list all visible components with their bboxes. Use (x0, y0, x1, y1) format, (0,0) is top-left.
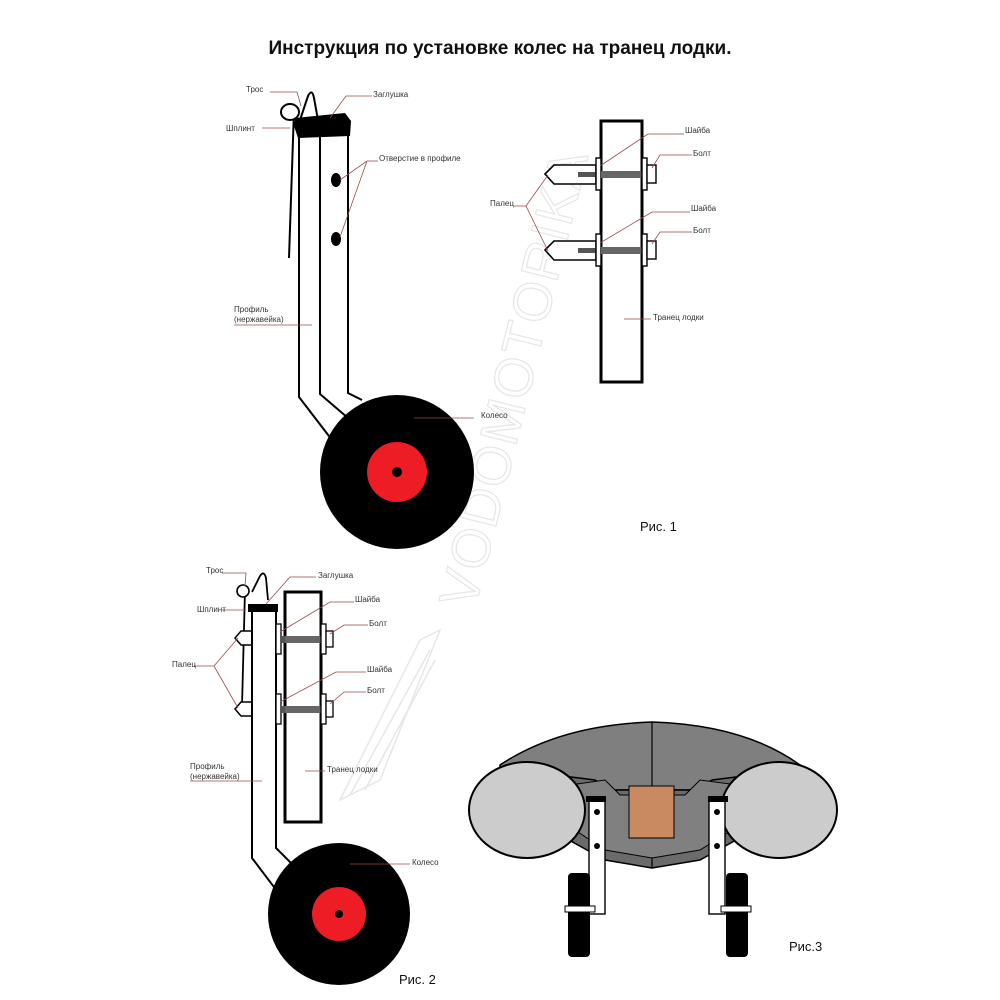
fig1-label-washer-bottom: Шайба (691, 204, 717, 213)
transom-plate (628, 785, 675, 839)
fig2-label-cap: Заглушка (318, 571, 354, 580)
watermark-boat-sketch (338, 628, 442, 802)
fig2-label-transom: Транец лодки (327, 765, 378, 774)
fig1-label-washer-top: Шайба (685, 126, 711, 135)
left-wheel (568, 873, 590, 957)
fig2-label-bolt-top: Болт (369, 619, 387, 628)
figure2-assembled: Трос Заглушка Шплинт Шайба Болт Палец Ша… (172, 566, 439, 987)
fig2-label-washer-bottom: Шайба (367, 665, 393, 674)
figure1-wheel-stand: Трос Шплинт Заглушка Отверстие в профиле… (226, 85, 508, 549)
figure3-caption: Рис.3 (789, 939, 822, 954)
fig1-label-hole: Отверстие в профиле (379, 154, 461, 163)
fig2-label-profile: Профиль (190, 762, 225, 771)
page-title: Инструкция по установке колес на транец … (268, 38, 732, 59)
fig1-label-profile: Профиль (234, 305, 269, 314)
fig2-label-washer-top: Шайба (355, 595, 381, 604)
fig2-label-pin: Палец (172, 660, 196, 669)
fig1-label-cotter: Шплинт (226, 124, 255, 133)
fig1-label-pin: Палец (490, 199, 514, 208)
fig2-label-cotter: Шплинт (197, 605, 226, 614)
fig1-label-cable: Трос (246, 85, 263, 94)
figure1-transom-detail: Шайба Болт Палец Шайба Болт Транец лодки… (490, 119, 717, 534)
boat-tube-left (468, 761, 586, 859)
watermark: VODOMOTORIKA (428, 142, 600, 613)
boat-tube-right (720, 761, 838, 859)
right-wheel (726, 873, 748, 957)
figure3-boat-rear-view: Рис.3 (468, 721, 838, 957)
fig2-label-profile-material: (нержавейка) (190, 772, 240, 781)
fig1-label-wheel: Колесо (481, 411, 508, 420)
fig1-label-bolt-bottom: Болт (693, 226, 711, 235)
figure2-caption: Рис. 2 (399, 972, 436, 987)
fig2-label-wheel: Колесо (412, 858, 439, 867)
figure1-caption: Рис. 1 (640, 519, 677, 534)
fig2-label-bolt-bottom: Болт (367, 686, 385, 695)
fig1-label-transom: Транец лодки (653, 313, 704, 322)
fig2-label-cable: Трос (206, 566, 223, 575)
fig1-label-bolt-top: Болт (693, 149, 711, 158)
fig1-label-cap: Заглушка (373, 90, 409, 99)
fig1-label-profile-material: (нержавейка) (234, 315, 284, 324)
